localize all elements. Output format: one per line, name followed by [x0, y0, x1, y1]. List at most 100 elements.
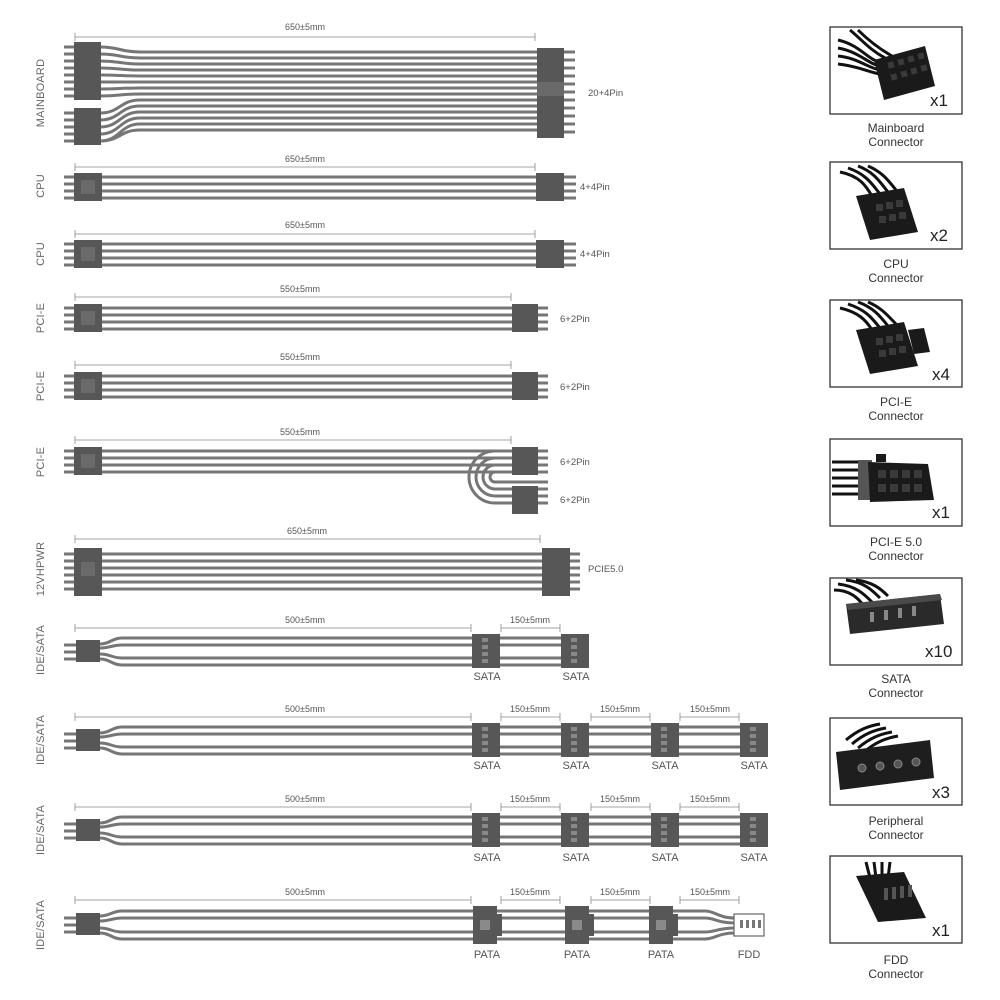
part-name: Connector	[868, 549, 923, 563]
connector-label: PATA	[564, 949, 591, 961]
part-name: Connector	[868, 135, 923, 149]
segment-label: 150±5mm	[690, 794, 730, 804]
cable-row-cpu-1: CPU 650±5mm 4+4Pin	[35, 154, 610, 201]
connector-label: 6+2Pin	[560, 457, 590, 468]
segment-label: 150±5mm	[510, 794, 550, 804]
connector-label: FDD	[738, 949, 761, 961]
cable-row-sata-2: IDE/SATA 500±5mm 150±5mm 150±5mm 150±5mm	[35, 704, 768, 772]
pcie-connector-icon	[839, 300, 930, 374]
part-name: Connector	[868, 409, 923, 423]
length-label: 500±5mm	[285, 887, 325, 897]
segment-label: 150±5mm	[600, 704, 640, 714]
connector-label: 6+2Pin	[560, 314, 590, 325]
connector-label: SATA	[473, 760, 501, 772]
connector-label: SATA	[740, 852, 768, 864]
cable-row-pcie-3: PCI-E 550±5mm 6+2Pin 6+2Pin	[35, 427, 590, 514]
side-label: IDE/SATA	[35, 714, 47, 765]
part-card-peripheral: x3 Peripheral Connector	[829, 717, 963, 842]
connector-label: PATA	[474, 949, 501, 961]
length-label: 650±5mm	[285, 22, 325, 32]
cable-row-pata: IDE/SATA 500±5mm 150±5mm 150±5mm 150±5mm…	[35, 887, 765, 961]
part-name: FDD	[884, 953, 909, 967]
part-name: Peripheral	[869, 814, 924, 828]
pcie5-connector-icon	[832, 454, 934, 502]
peripheral-connector-icon	[836, 722, 934, 790]
cable-wires	[64, 306, 548, 331]
psu-plug	[76, 729, 100, 751]
part-name: Connector	[868, 686, 923, 700]
part-name: PCI-E	[880, 395, 912, 409]
psu-plug	[76, 640, 100, 662]
cable-row-12vhpwr: 12VHPWR 650±5mm PCIE5.0	[35, 526, 623, 596]
side-label: CPU	[35, 242, 47, 266]
part-card-mainboard: x1 Mainboard Connector	[829, 26, 963, 149]
psu-plug	[74, 42, 101, 100]
connector-label: SATA	[562, 852, 590, 864]
segment-label: 150±5mm	[690, 887, 730, 897]
length-label: 650±5mm	[285, 154, 325, 164]
fdd-connector-icon	[856, 861, 926, 922]
cable-wires	[64, 449, 548, 505]
side-label: IDE/SATA	[35, 899, 47, 950]
pcie-plug	[512, 304, 538, 332]
length-label: 500±5mm	[285, 615, 325, 625]
part-name: CPU	[883, 257, 908, 271]
connector-label: SATA	[651, 852, 679, 864]
psu-plug	[74, 108, 101, 145]
part-name: Mainboard	[868, 121, 925, 135]
cable-wires	[64, 552, 580, 591]
side-label: PCI-E	[35, 447, 47, 477]
part-name: Connector	[868, 828, 923, 842]
cable-wires	[64, 175, 576, 200]
part-quantity: x1	[932, 921, 950, 940]
part-quantity: x1	[932, 503, 950, 522]
psu-plug	[76, 819, 100, 841]
part-quantity: x2	[930, 226, 948, 245]
length-label: 550±5mm	[280, 427, 320, 437]
pcie-plug	[512, 486, 538, 514]
side-label: PCI-E	[35, 303, 47, 333]
cable-row-sata-3: IDE/SATA 500±5mm 150±5mm 150±5mm 150±5mm	[35, 794, 768, 864]
pcie5-plug	[542, 548, 570, 596]
sata-connector-icon	[833, 578, 944, 634]
cable-wires	[64, 725, 768, 756]
connector-label: SATA	[473, 852, 501, 864]
length-label: 650±5mm	[285, 220, 325, 230]
length-label: 550±5mm	[280, 284, 320, 294]
part-name: PCI-E 5.0	[870, 535, 922, 549]
cable-row-pcie-1: PCI-E 550±5mm 6+2Pin	[35, 284, 590, 333]
mainboard-connector-icon	[837, 28, 935, 100]
pcie-plug	[512, 447, 538, 475]
part-quantity: x3	[932, 783, 950, 802]
pcie-plug	[512, 372, 538, 400]
cable-row-cpu-2: CPU 650±5mm 4+4Pin	[35, 220, 610, 268]
connector-label: SATA	[562, 760, 590, 772]
cable-wires	[64, 909, 736, 941]
side-label: 12VHPWR	[35, 542, 47, 597]
part-quantity: x4	[932, 365, 950, 384]
length-label: 500±5mm	[285, 794, 325, 804]
segment-label: 150±5mm	[600, 794, 640, 804]
cable-wires	[64, 815, 768, 846]
side-label: MAINBOARD	[35, 59, 47, 127]
connector-label: 20+4Pin	[588, 88, 623, 99]
connector-label: 4+4Pin	[580, 249, 610, 260]
cpu-connector-icon	[839, 164, 918, 240]
connector-label: SATA	[562, 671, 590, 683]
cable-wires	[64, 45, 575, 143]
length-label: 650±5mm	[287, 526, 327, 536]
side-label: CPU	[35, 174, 47, 198]
connector-label: SATA	[740, 760, 768, 772]
cable-row-sata-1: IDE/SATA 500±5mm 150±5mm SATA SATA	[35, 615, 590, 683]
segment-label: 150±5mm	[510, 887, 550, 897]
part-quantity: x10	[925, 642, 952, 661]
cable-wires	[64, 374, 548, 399]
segment-label: 150±5mm	[510, 704, 550, 714]
connector-label: 6+2Pin	[560, 382, 590, 393]
cpu-plug	[536, 240, 564, 268]
part-card-pcie: x4 PCI-E Connector	[829, 299, 963, 423]
part-name: Connector	[868, 967, 923, 981]
connector-label: SATA	[473, 671, 501, 683]
psu-plug	[76, 913, 100, 935]
